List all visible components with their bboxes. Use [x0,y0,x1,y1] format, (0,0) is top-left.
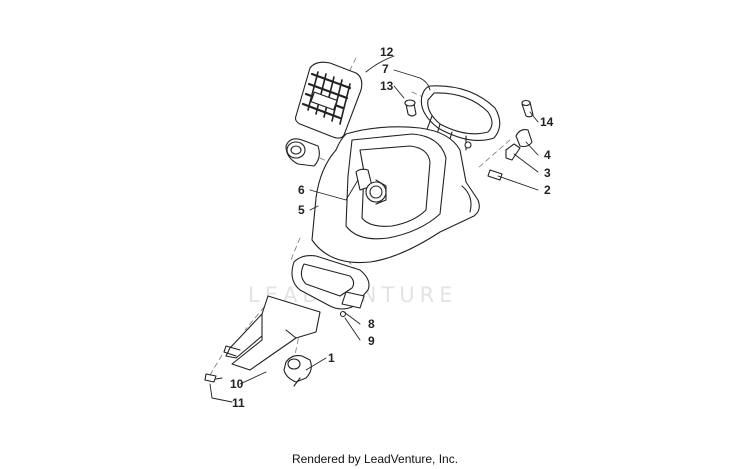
leader-lines [209,55,539,403]
callout-13: 13 [380,79,394,93]
bracket-10 [223,295,321,371]
bezel-8 [291,255,370,310]
callout-10: 10 [230,377,244,391]
knob-13 [404,99,417,117]
callout-8: 8 [368,317,375,331]
render-credit: Rendered by LeadVenture, Inc. [291,452,459,466]
callout-1: 1 [328,351,335,365]
gauge-7 [420,85,501,151]
callout-12: 12 [380,45,394,59]
hardware-14-4-3-2 [487,99,534,181]
callout-14: 14 [540,115,554,129]
fastener-9 [339,310,347,318]
connector-1 [283,355,312,387]
callout-2: 2 [544,183,551,197]
callout-3: 3 [544,166,551,180]
callout-11: 11 [232,396,245,410]
callout-4: 4 [544,148,551,162]
callout-6: 6 [298,183,305,197]
callout-9: 9 [368,334,375,348]
callout-7: 7 [382,62,389,76]
switch-6 [285,138,320,167]
decal-12 [294,61,363,139]
console-housing-5 [311,126,480,264]
screw-11 [204,373,223,383]
callout-5: 5 [298,203,305,217]
